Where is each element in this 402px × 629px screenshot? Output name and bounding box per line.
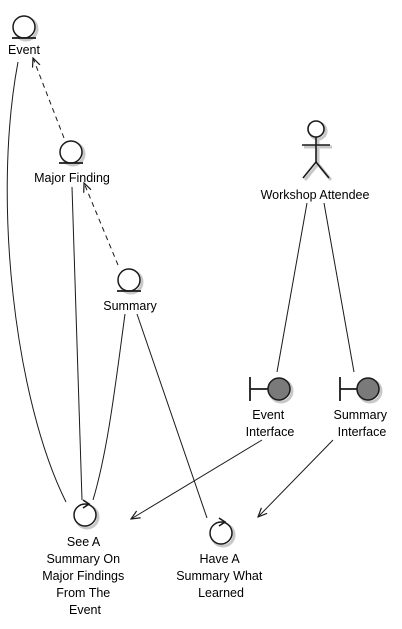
boundary-summary-interface-label-1: Summary xyxy=(334,408,388,422)
svg-text:Event Interface: Event Interface xyxy=(246,408,295,439)
control-see-summary-label-2: Summary On xyxy=(46,552,120,566)
entity-icon xyxy=(117,268,144,295)
entity-major-finding[interactable]: Major Finding xyxy=(34,140,110,185)
boundary-event-interface-label-2: Interface xyxy=(246,425,295,439)
svg-text:Summary: Summary xyxy=(103,299,157,313)
svg-text:Major Finding: Major Finding xyxy=(34,171,110,185)
boundary-icon xyxy=(339,377,383,404)
edge-event-to-see-summary xyxy=(6,61,67,503)
control-icon xyxy=(73,499,100,530)
svg-text:Workshop Attendee: Workshop Attendee xyxy=(261,188,370,202)
boundary-event-interface-label-1: Event xyxy=(252,408,284,422)
entity-icon xyxy=(12,15,39,42)
control-have-summary-label-1: Have A xyxy=(199,552,240,566)
edge-summary-to-major-finding xyxy=(84,183,119,266)
actor-workshop-attendee[interactable]: Workshop Attendee xyxy=(261,120,370,202)
edge-attendee-to-summary-interface xyxy=(323,202,355,373)
svg-text:Have A Summary What: Have A Summary What Learned xyxy=(176,552,266,600)
svg-text:Summary Interface: Summary Interface xyxy=(334,408,391,439)
control-see-summary-label-4: From The xyxy=(56,586,110,600)
edge-summary-to-have-summary xyxy=(136,313,208,519)
control-see-summary-label-5: Event xyxy=(69,603,101,617)
entity-event-label: Event xyxy=(8,43,40,57)
control-see-summary[interactable]: See A Summary On Major Findings From The… xyxy=(42,499,127,617)
actor-icon xyxy=(302,120,333,181)
control-icon xyxy=(209,517,236,548)
boundary-event-interface[interactable]: Event Interface xyxy=(246,377,295,439)
boundary-summary-interface-label-2: Interface xyxy=(338,425,387,439)
boundary-summary-interface[interactable]: Summary Interface xyxy=(334,377,391,439)
edge-major-finding-to-event xyxy=(33,58,65,139)
edge-summary-interface-to-have-summary xyxy=(258,439,334,517)
control-have-summary-label-2: Summary What xyxy=(176,569,263,583)
control-see-summary-label-3: Major Findings xyxy=(42,569,124,583)
edge-major-finding-to-see-summary xyxy=(71,186,83,501)
entity-event[interactable]: Event xyxy=(8,15,41,57)
svg-text:Event: Event xyxy=(8,43,40,57)
entity-summary-label: Summary xyxy=(103,299,157,313)
entity-icon xyxy=(59,140,86,167)
edge-event-interface-to-see-summary xyxy=(131,439,263,519)
control-see-summary-label-1: See A xyxy=(67,535,101,549)
boundary-icon xyxy=(249,377,294,404)
entity-summary[interactable]: Summary xyxy=(103,268,157,313)
actor-workshop-attendee-label: Workshop Attendee xyxy=(261,188,370,202)
svg-text:See A Summary On M: See A Summary On Major Findings From The… xyxy=(42,535,127,617)
control-have-summary-label-3: Learned xyxy=(198,586,244,600)
entity-major-finding-label: Major Finding xyxy=(34,171,110,185)
edge-attendee-to-event-interface xyxy=(276,202,308,373)
edge-summary-to-see-summary xyxy=(92,313,126,501)
edges xyxy=(6,58,355,519)
control-have-summary[interactable]: Have A Summary What Learned xyxy=(176,517,266,600)
